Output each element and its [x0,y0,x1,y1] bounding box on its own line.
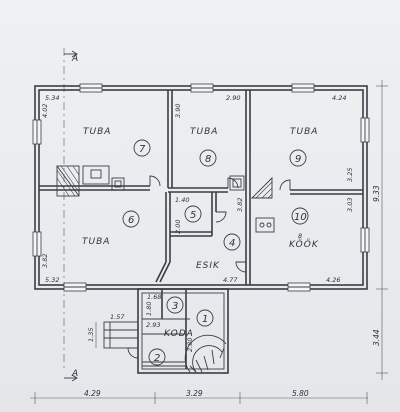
dim-koda-width: 2.93 [146,321,160,329]
room-number-9: 9 [295,154,301,165]
dim-r5-width: 1.40 [175,196,189,204]
room-name-8: TUBA [190,127,218,137]
room-number-5: 5 [190,210,196,221]
room-number-4: 4 [229,238,235,249]
windows [32,83,370,292]
porch [103,288,229,374]
room-number-8: 8 [205,154,211,165]
dim-r3-width: 1.68 [147,293,161,301]
dim-r8-height: 3.90 [174,104,182,118]
dim-koda-small: 1.57 [110,313,125,321]
overall-dim-a: 4.29 [84,389,101,398]
overall-dim-b: 3.29 [186,389,203,398]
room-number-2: 2 [154,353,160,364]
dim-r6-width: 5.32 [45,276,59,284]
room-number-3: 3 [172,301,178,312]
dim-r7-width: 5.34 [45,94,59,102]
room-number-7: 7 [139,144,146,155]
room-name-6: TUBA [82,237,110,247]
room-name-esik: ESIK [196,261,220,271]
dim-r10-width: 4.26 [326,276,340,284]
dim-esik-width: 4.77 [223,276,238,284]
section-mark-bottom: A [71,369,79,379]
overall-dim-right-total: 9.33 [372,185,381,202]
stove-left [56,165,125,197]
stove-right [229,175,275,233]
dim-r6-height: 3.82 [41,254,49,268]
kitchen-mark: 8 [298,232,302,240]
dim-r5-height: 2.00 [174,220,182,234]
overall-dim-c: 5.80 [292,389,309,398]
dim-r8-width: 2.90 [226,94,240,102]
dim-r9-height: 3.25 [346,168,354,182]
overall-dim-right-porch: 3.44 [372,329,381,346]
section-line-a [63,48,78,382]
room-name-10: KÖÖK [289,239,319,250]
room-name-koda: KODA [164,329,194,339]
room-name-7: TUBA [83,127,111,137]
section-mark-top: A [71,54,79,64]
room-number-10: 10 [294,212,307,223]
room-name-9: TUBA [290,127,318,137]
dim-r9-width: 4.24 [332,94,346,102]
dimension-lines [30,80,388,404]
room-number-circles [122,139,309,366]
dim-r1-height: 2.80 [186,338,194,352]
room-number-6: 6 [128,215,134,226]
dim-r10-height: 3.03 [346,198,354,212]
dim-r3-height: 1.80 [145,302,153,316]
door-swings [149,175,291,273]
interior-walls [39,90,363,285]
dim-r4-height: 3.82 [236,198,244,212]
room-number-1: 1 [202,314,208,325]
dim-r7-height: 4.02 [41,104,49,118]
dim-entry-height: 1.35 [87,328,95,342]
